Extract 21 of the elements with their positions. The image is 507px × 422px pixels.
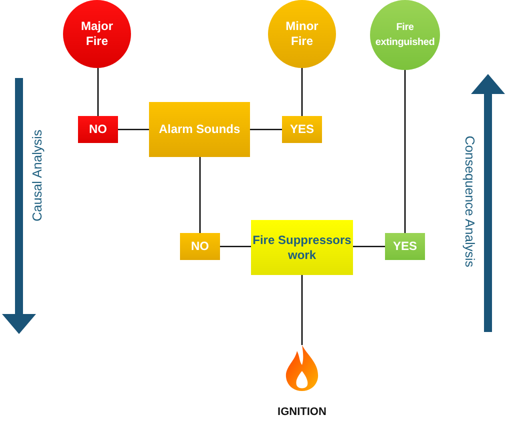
event-label: IGNITION [278, 405, 326, 420]
outcome-circle: Major Fire [63, 0, 131, 68]
connector-line [301, 68, 303, 116]
connector-line [404, 70, 406, 233]
outcome-circle: Fire extinguished [370, 0, 440, 70]
axis-label: Consequence Analysis [462, 135, 478, 267]
outcome-circle: Minor Fire [268, 0, 336, 68]
connector-line [250, 128, 282, 130]
connector-line [301, 275, 303, 345]
connector-line [199, 157, 201, 233]
branch-box: YES [385, 233, 425, 260]
event-box: Fire Suppressors work [251, 220, 353, 275]
branch-box: NO [78, 116, 118, 143]
event-box: Alarm Sounds [149, 102, 250, 157]
branch-box: NO [180, 233, 220, 260]
branch-box: YES [282, 116, 322, 143]
connector-line [118, 128, 149, 130]
connector-line [97, 68, 99, 116]
connector-line [353, 246, 385, 248]
connector-line [220, 246, 251, 248]
axis-label: Causal Analysis [29, 129, 44, 221]
